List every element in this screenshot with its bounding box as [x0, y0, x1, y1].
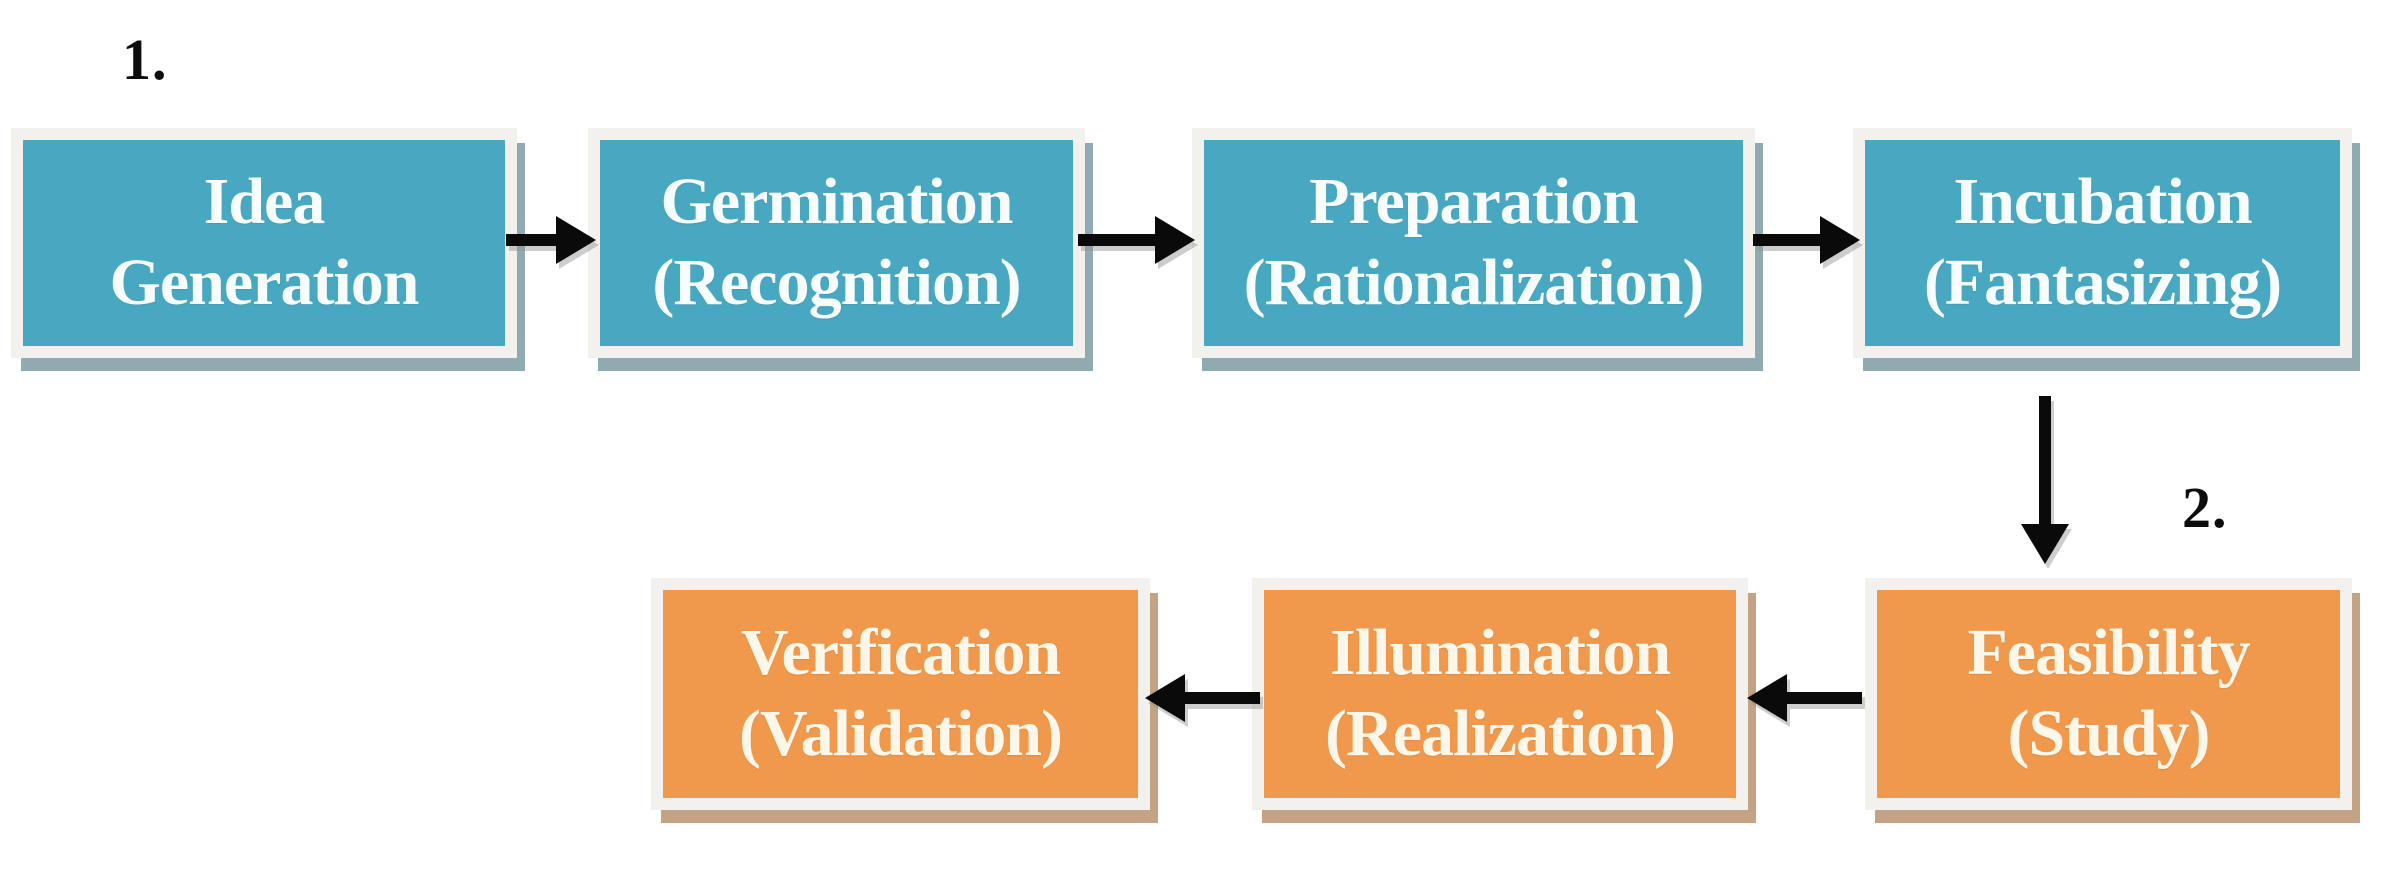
- flow-box-label-line1: Illumination: [1329, 616, 1671, 690]
- stage-2-label: 2.: [2182, 475, 2228, 540]
- flow-box-label-line2: (Study): [2007, 697, 2210, 770]
- arrow-right-icon: [1078, 216, 1195, 264]
- flow-box-label-line1: Verification: [740, 616, 1061, 690]
- flow-box-label-line2: Generation: [109, 246, 420, 319]
- flow-box-label-line1: Feasibility: [1967, 616, 2250, 690]
- arrow-left-icon: [1145, 674, 1260, 722]
- flow-box-fill: Illumination (Realization): [1264, 590, 1736, 798]
- flow-box-label-line1: Germination: [660, 165, 1014, 239]
- flow-box-label-line2: (Fantasizing): [1923, 246, 2282, 319]
- flow-box-label-line2: (Realization): [1325, 697, 1676, 770]
- flow-box-verification: Verification (Validation): [651, 578, 1150, 810]
- flow-box-idea-generation: Idea Generation: [11, 128, 517, 358]
- flow-box-incubation: Incubation (Fantasizing): [1853, 128, 2352, 358]
- flow-box-fill: Verification (Validation): [663, 590, 1138, 798]
- flow-box-preparation: Preparation (Rationalization): [1192, 128, 1755, 358]
- arrow-left-icon: [1747, 674, 1862, 722]
- flow-box-fill: Feasibility (Study): [1877, 590, 2340, 798]
- flow-box-fill: Germination (Recognition): [600, 140, 1073, 346]
- flow-box-illumination: Illumination (Realization): [1252, 578, 1748, 810]
- flow-box-germination: Germination (Recognition): [588, 128, 1085, 358]
- flow-box-label-line2: (Rationalization): [1243, 246, 1705, 319]
- stage-1-label: 1.: [122, 27, 168, 92]
- arrow-right-icon: [1753, 216, 1860, 264]
- flow-box-label-line1: Incubation: [1953, 165, 2252, 239]
- arrow-right-icon: [506, 216, 596, 264]
- flow-box-fill: Idea Generation: [23, 140, 505, 346]
- flow-box-label-line2: (Validation): [739, 697, 1063, 770]
- flow-box-label-line1: Idea: [203, 165, 326, 239]
- flow-box-label-line1: Preparation: [1309, 165, 1639, 239]
- flow-box-fill: Preparation (Rationalization): [1204, 140, 1743, 346]
- flow-box-fill: Incubation (Fantasizing): [1865, 140, 2340, 346]
- flow-box-label-line2: (Recognition): [652, 246, 1021, 319]
- arrow-down-icon: [2021, 396, 2069, 564]
- flow-box-feasibility: Feasibility (Study): [1865, 578, 2352, 810]
